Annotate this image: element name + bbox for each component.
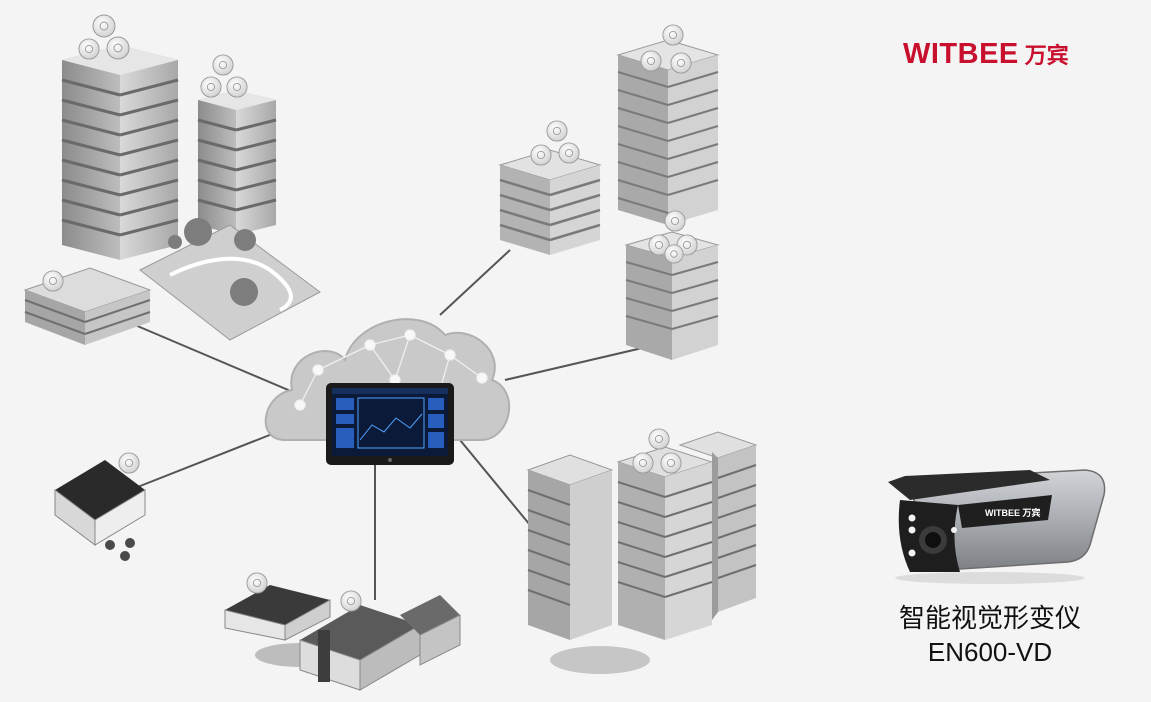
link-bottom-right xyxy=(459,439,531,526)
wireless-sensor-icon xyxy=(92,14,116,38)
link-top-right xyxy=(439,249,511,316)
building-icon xyxy=(61,45,179,260)
tablet-dashboard-icon xyxy=(326,383,454,465)
house-icon xyxy=(224,585,461,691)
building-icon xyxy=(197,90,277,235)
link-left-bottom xyxy=(129,424,296,491)
building-icon xyxy=(616,39,720,225)
connection-lines xyxy=(129,249,656,600)
park-area xyxy=(139,218,321,341)
product-name: 智能视觉形变仪 xyxy=(898,604,1081,634)
bullet-camera-icon: WITBEE 万宾 xyxy=(888,469,1106,584)
link-left-top xyxy=(134,324,301,396)
tree-icon xyxy=(168,218,258,306)
building-icon xyxy=(498,149,602,255)
brand-name: WITBEE xyxy=(903,38,1019,70)
camera-label: WITBEE 万宾 xyxy=(985,507,1041,518)
product-model: EN600-VD xyxy=(927,637,1053,667)
house-icon xyxy=(54,460,146,561)
brand-logo: WITBEE 万宾 xyxy=(903,38,1069,71)
link-right xyxy=(504,344,656,381)
building-icon xyxy=(23,267,152,345)
brand-name-cn: 万宾 xyxy=(1024,44,1069,69)
